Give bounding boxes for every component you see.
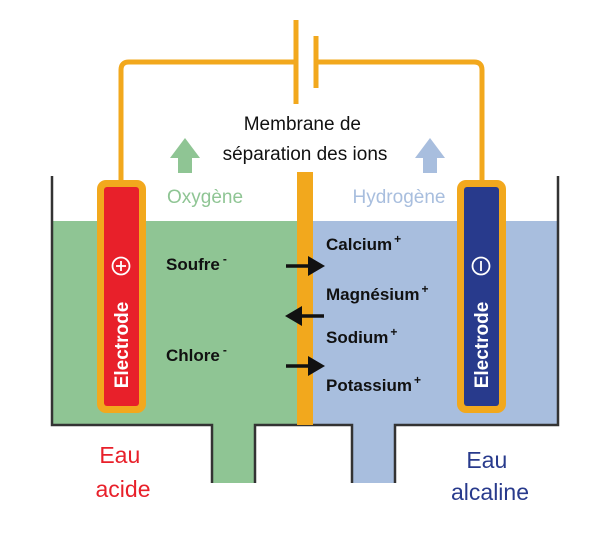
circuit-wire	[118, 59, 485, 188]
membrane-label-line-1: Membrane de	[244, 114, 361, 135]
acid-water-label-line-1: Eau	[99, 442, 140, 468]
alkaline-water-label-line-1: Eau	[466, 447, 507, 473]
svg-text:Eau acide: Eau acide	[96, 442, 151, 502]
cation-name: Potassium	[326, 376, 412, 395]
hydrogen-label: Hydrogène	[353, 187, 446, 208]
anode-electrode: Electrode	[97, 180, 146, 413]
cation-charge: +	[390, 325, 397, 339]
cation-label: Calcium+	[326, 232, 401, 254]
anion-label: Soufre-	[166, 252, 227, 274]
anode-label: Electrode	[112, 302, 133, 389]
alkaline-water-label-line-2: alcaline	[451, 479, 529, 505]
anion-label: Chlore-	[166, 343, 227, 365]
oxygen-label: Oxygène	[167, 187, 243, 208]
svg-text:Membrane de séparation des: Membrane de séparation des ions	[223, 114, 388, 165]
cation-name: Calcium	[326, 235, 392, 254]
cathode-electrode: Electrode	[457, 180, 506, 413]
positive-sign-icon	[111, 256, 131, 276]
anion-name: Soufre	[166, 255, 220, 274]
cation-label: Sodium+	[326, 325, 397, 347]
cation-charge: +	[414, 373, 421, 387]
cathode-label: Electrode	[472, 302, 493, 389]
negative-sign-icon	[471, 256, 491, 276]
hydrogen-arrow-icon	[415, 138, 445, 173]
oxygen-arrow-icon	[170, 138, 200, 173]
arrow-right-icon	[286, 256, 325, 276]
ion-separation-membrane	[297, 172, 313, 425]
cation-charge: +	[422, 282, 429, 296]
anion-name: Chlore	[166, 346, 220, 365]
cation-name: Magnésium	[326, 285, 420, 304]
battery-icon	[293, 20, 319, 104]
alkaline-water-region	[305, 221, 558, 483]
anion-charge: -	[223, 343, 227, 357]
anion-charge: -	[223, 252, 227, 266]
arrow-left-icon	[285, 306, 324, 326]
cation-label: Magnésium+	[326, 282, 429, 304]
arrow-right-icon	[286, 356, 325, 376]
cation-charge: +	[394, 232, 401, 246]
svg-text:Eau alcaline: Eau alcaline	[451, 447, 529, 505]
acid-water-region	[52, 221, 305, 483]
cation-name: Sodium	[326, 328, 388, 347]
membrane-label-line-2: séparation des ions	[223, 144, 388, 165]
acid-water-label-line-2: acide	[96, 476, 151, 502]
cation-label: Potassium+	[326, 373, 421, 395]
